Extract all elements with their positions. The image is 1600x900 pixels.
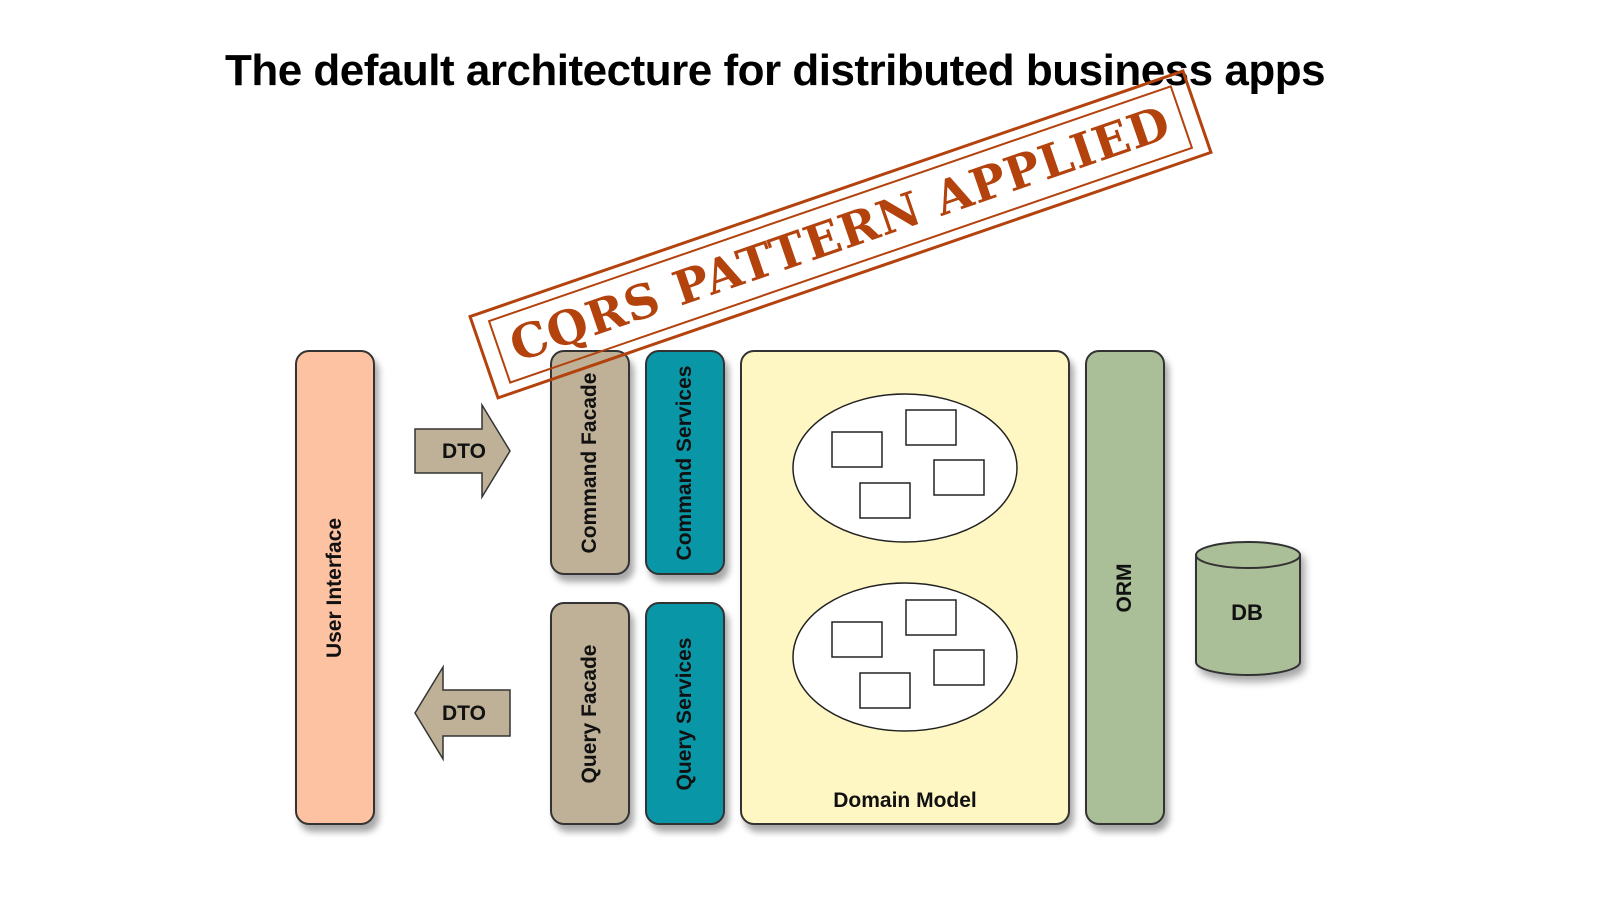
- entity-box: [859, 672, 911, 709]
- db-icon: [1195, 541, 1301, 676]
- domain-aggregates: [792, 393, 1018, 732]
- query-facade-layer: Query Facade: [550, 602, 630, 825]
- aggregate-top: [792, 393, 1018, 543]
- entity-box: [905, 599, 957, 636]
- entity-box: [905, 409, 957, 446]
- orm-layer: ORM: [1085, 350, 1165, 825]
- entity-box: [933, 459, 985, 496]
- aggregate-bottom: [792, 582, 1018, 732]
- db-label: DB: [1231, 600, 1263, 625]
- entity-box: [933, 649, 985, 686]
- entity-box: [859, 482, 911, 519]
- dto-in-label: DTO: [442, 440, 486, 463]
- dto-out-label: DTO: [442, 702, 486, 725]
- command-facade-layer: Command Facade: [550, 350, 630, 575]
- domain-model-label: Domain Model: [833, 789, 977, 812]
- entity-box: [831, 621, 883, 658]
- entity-box: [831, 431, 883, 468]
- page-title: The default architecture for distributed…: [224, 46, 1326, 95]
- dto-right-arrow: [414, 402, 511, 500]
- user-interface-layer: User Interface: [295, 350, 375, 825]
- command-services-layer: Command Services: [645, 350, 725, 575]
- query-services-layer: Query Services: [645, 602, 725, 825]
- domain-model-layer: Domain Model: [740, 350, 1070, 825]
- dto-left-arrow: [414, 664, 511, 762]
